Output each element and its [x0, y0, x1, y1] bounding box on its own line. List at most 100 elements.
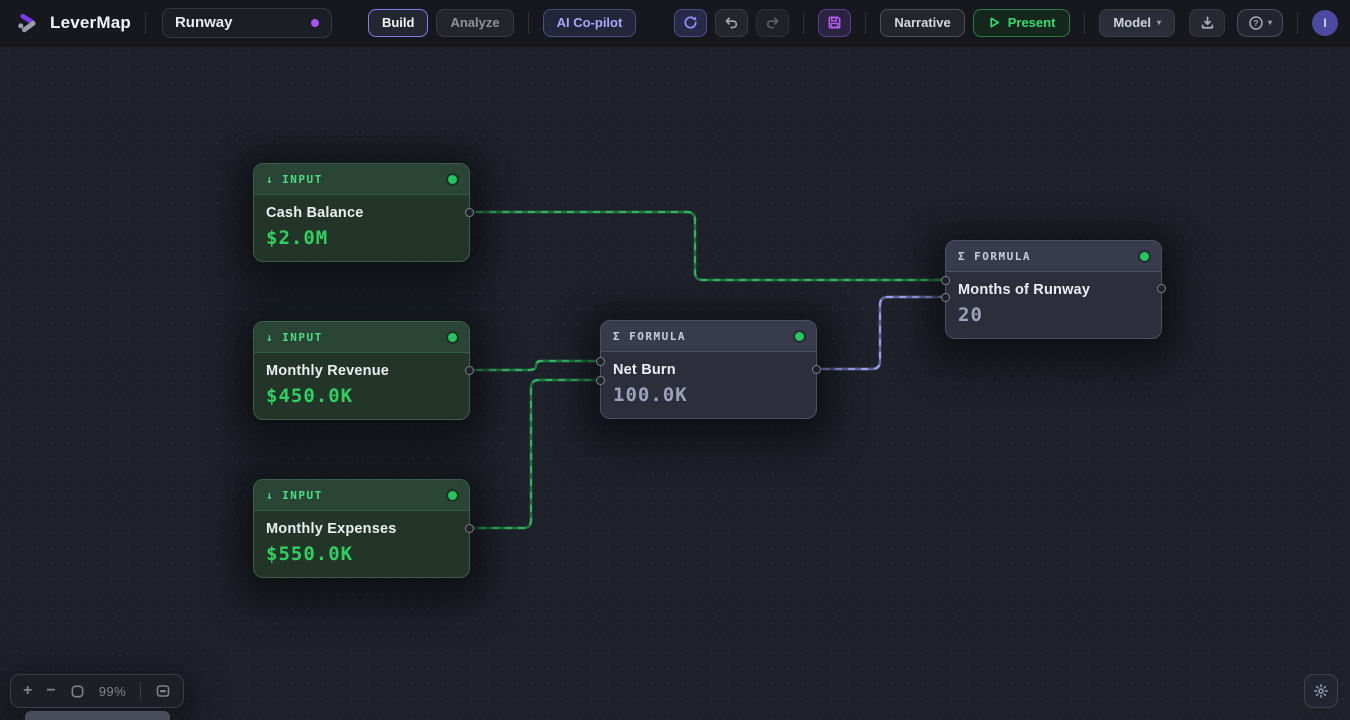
- output-port[interactable]: [465, 524, 474, 533]
- output-port[interactable]: [465, 208, 474, 217]
- node-value: 100.0K: [613, 384, 688, 406]
- arrow-down-icon: ↓: [266, 330, 275, 344]
- fit-view-icon: [71, 685, 84, 697]
- node-monthly-revenue[interactable]: ↓ INPUT Monthly Revenue $450.0K: [253, 321, 474, 420]
- node-body: Monthly Revenue $450.0K: [254, 353, 469, 419]
- chevron-down-icon: ▾: [1267, 17, 1272, 27]
- node-monthly-expenses[interactable]: ↓ INPUT Monthly Expenses $550.0K: [253, 479, 474, 578]
- zoom-level: 99%: [98, 683, 127, 699]
- project-name-input[interactable]: [174, 14, 303, 31]
- arrow-down-icon: ↓: [266, 172, 275, 186]
- node-title: Monthly Expenses: [266, 521, 397, 537]
- divider: [144, 11, 146, 34]
- undo-icon: [725, 17, 738, 29]
- node-type-label: INPUT: [282, 488, 323, 502]
- help-dropdown-button[interactable]: ? ▾: [1237, 8, 1283, 37]
- arrow-down-icon: ↓: [266, 488, 275, 502]
- edge-monthly-expenses-to-net-burn[interactable]: [473, 378, 602, 530]
- edge-cash-balance-to-months-of-runway[interactable]: [470, 210, 947, 282]
- node-type-label: FORMULA: [629, 329, 686, 343]
- save-icon: [828, 16, 841, 29]
- model-dropdown-button[interactable]: Model ▾: [1099, 8, 1175, 37]
- node-net-burn[interactable]: Σ FORMULA Net Burn 100.0K: [596, 320, 821, 419]
- sigma-icon: Σ: [958, 249, 967, 263]
- edge-monthly-revenue-to-net-burn[interactable]: [470, 359, 602, 372]
- node-title: Monthly Revenue: [266, 363, 390, 379]
- divider: [1084, 11, 1086, 34]
- node-months-of-runway[interactable]: Σ FORMULA Months of Runway 20: [941, 240, 1166, 339]
- node-title: Months of Runway: [958, 282, 1091, 298]
- zoom-in-button[interactable]: +: [23, 682, 33, 699]
- output-port[interactable]: [1157, 284, 1166, 293]
- tab-analyze[interactable]: Analyze: [436, 8, 514, 37]
- minimap[interactable]: [25, 711, 170, 720]
- divider: [527, 11, 529, 34]
- settings-button[interactable]: [1304, 674, 1338, 708]
- edge-net-burn-to-months-of-runway[interactable]: [816, 295, 947, 371]
- node-type-label: INPUT: [282, 172, 323, 186]
- zoom-out-button[interactable]: −: [46, 682, 56, 699]
- node-header: Σ FORMULA: [946, 241, 1161, 272]
- unsaved-indicator-dot: [310, 18, 319, 27]
- node-value: $2.0M: [266, 227, 329, 249]
- node-header: ↓ INPUT: [254, 480, 469, 511]
- node-body: Monthly Expenses $550.0K: [254, 511, 469, 577]
- input-port[interactable]: [941, 293, 950, 302]
- topbar-right-group: Narrative Present Model ▾ ? ▾ I: [674, 8, 1338, 37]
- node-type-label: INPUT: [282, 330, 323, 344]
- input-port[interactable]: [941, 276, 950, 285]
- divider: [1297, 11, 1298, 34]
- brand-name: LeverMap: [50, 12, 131, 32]
- download-button[interactable]: [1189, 8, 1225, 37]
- undo-button[interactable]: [715, 8, 749, 37]
- input-port[interactable]: [596, 357, 605, 366]
- node-title: Net Burn: [613, 362, 676, 378]
- node-cash-balance[interactable]: ↓ INPUT Cash Balance $2.0M: [253, 163, 474, 262]
- node-header: ↓ INPUT: [254, 164, 469, 195]
- status-dot: [448, 174, 457, 184]
- present-label: Present: [1007, 15, 1056, 30]
- canvas[interactable]: ↓ INPUT Cash Balance $2.0M ↓ INPUT Month…: [0, 46, 1350, 720]
- status-dot: [1140, 251, 1149, 261]
- avatar[interactable]: I: [1312, 9, 1338, 36]
- node-body: Net Burn 100.0K: [601, 352, 816, 418]
- node-value: $450.0K: [266, 385, 354, 407]
- input-port[interactable]: [596, 376, 605, 385]
- sigma-icon: Σ: [613, 329, 622, 343]
- divider: [865, 11, 867, 34]
- status-dot: [448, 490, 457, 500]
- redo-icon: [767, 17, 779, 29]
- fit-view-button[interactable]: [70, 684, 85, 699]
- node-title: Cash Balance: [266, 205, 364, 221]
- gear-icon: [1314, 684, 1328, 698]
- node-body: Cash Balance $2.0M: [254, 195, 469, 261]
- edges-layer: [470, 210, 947, 530]
- play-icon: [990, 17, 999, 28]
- zoom-controls: + − 99%: [10, 674, 185, 708]
- status-dot: [795, 331, 804, 341]
- ai-copilot-button[interactable]: AI Co-pilot: [542, 8, 637, 37]
- redo-button[interactable]: [756, 8, 790, 37]
- refresh-button[interactable]: [674, 8, 708, 37]
- output-port[interactable]: [812, 365, 821, 374]
- status-dot: [448, 332, 457, 342]
- output-port[interactable]: [465, 366, 474, 375]
- download-icon: [1201, 16, 1213, 29]
- narrative-button[interactable]: Narrative: [880, 8, 965, 37]
- project-name-field[interactable]: [161, 7, 332, 38]
- node-value: 20: [958, 304, 983, 326]
- model-label: Model: [1113, 15, 1151, 30]
- minimap-icon: [156, 685, 170, 697]
- chevron-down-icon: ▾: [1156, 17, 1161, 27]
- topbar: LeverMap Build Analyze AI Co-pilot: [0, 0, 1350, 46]
- tab-build[interactable]: Build: [367, 8, 429, 37]
- present-button[interactable]: Present: [972, 8, 1071, 37]
- minimap-toggle-button[interactable]: [155, 683, 171, 699]
- save-button[interactable]: [818, 8, 852, 37]
- levermap-logo-icon: [18, 13, 36, 33]
- node-header: ↓ INPUT: [254, 322, 469, 353]
- brand: LeverMap: [16, 10, 131, 35]
- svg-text:?: ?: [1253, 18, 1258, 28]
- divider: [803, 11, 805, 34]
- divider: [140, 682, 142, 700]
